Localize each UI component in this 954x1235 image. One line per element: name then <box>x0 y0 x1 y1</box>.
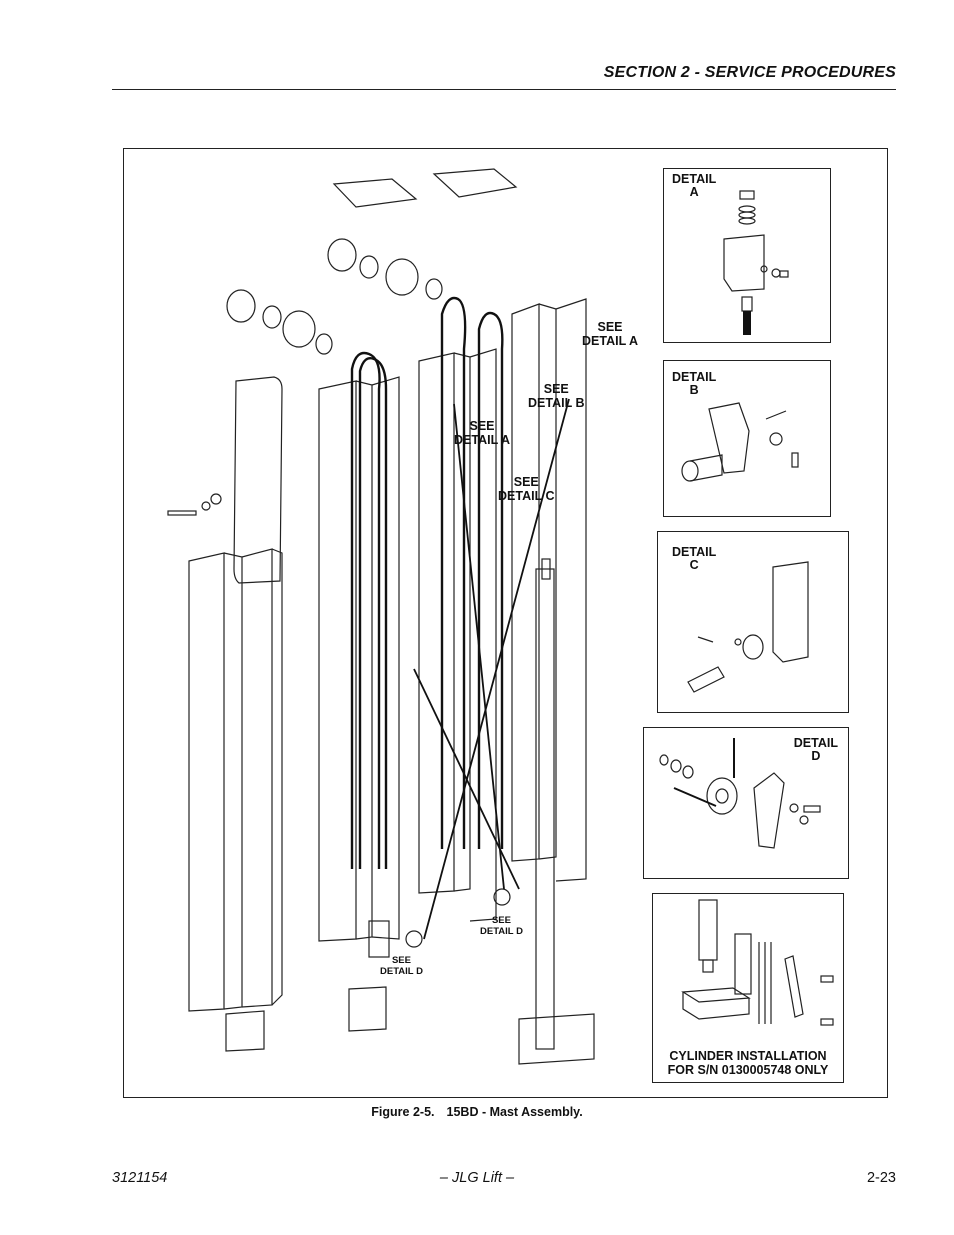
sheave-lower-2 <box>282 310 316 348</box>
detail-b-box: DETAIL B <box>663 360 831 517</box>
carriage-plate <box>233 376 283 584</box>
cable-diagonal-1 <box>423 398 570 940</box>
callout-see-detail-d-left: SEE DETAIL D <box>380 955 423 977</box>
lift-cylinder <box>535 568 555 1050</box>
cylinder-installation-box: CYLINDER INSTALLATION FOR S/N 0130005748… <box>652 893 844 1083</box>
detail-d-title: DETAIL D <box>793 736 838 763</box>
chain-left <box>350 351 381 869</box>
figure-frame: SEE DETAIL A SEE DETAIL B SEE DETAIL A S… <box>123 148 888 1098</box>
footer-page-number: 2-23 <box>866 1170 896 1186</box>
detail-d-box: DETAIL D <box>643 727 849 879</box>
bottom-bracket-mid <box>348 986 387 1032</box>
figure-caption-number: Figure 2-5. <box>371 1105 435 1119</box>
detail-b-drawing <box>681 402 799 482</box>
detail-c-box: DETAIL C <box>657 531 849 713</box>
inner-mast <box>418 352 455 894</box>
figure-caption-title: 15BD - Mast Assembly. <box>446 1105 583 1119</box>
chain-right <box>440 296 467 849</box>
footer-brand: – JLG Lift – <box>439 1170 515 1186</box>
detail-d-drawing <box>659 738 821 849</box>
sheave-upper-1 <box>327 238 357 272</box>
detail-c-title: DETAIL C <box>672 545 717 572</box>
intermediate-mast <box>318 380 357 942</box>
detail-a-box: DETAIL A <box>663 168 831 343</box>
cable-diagonal-2 <box>413 668 520 890</box>
footer-doc-number: 3121154 <box>112 1170 168 1186</box>
callout-see-detail-c: SEE DETAIL C <box>498 475 555 503</box>
detail-b-title: DETAIL B <box>672 370 717 397</box>
top-plate-left <box>332 178 418 208</box>
figure-caption: Figure 2-5. 15BD - Mast Assembly. <box>0 1105 954 1119</box>
base-bracket <box>518 1013 595 1065</box>
header-rule <box>112 89 896 90</box>
page-header-title: SECTION 2 - SERVICE PROCEDURES <box>603 64 896 81</box>
bottom-bracket-left <box>225 1010 265 1052</box>
top-plate-right <box>432 168 518 198</box>
callout-see-detail-a-top: SEE DETAIL A <box>582 320 639 348</box>
callout-see-detail-a-mid: SEE DETAIL A <box>454 419 511 447</box>
sheave-upper-2 <box>385 258 419 296</box>
callout-see-detail-b: SEE DETAIL B <box>528 382 585 410</box>
mast-assembly-drawing <box>167 168 595 1065</box>
detail-a-drawing <box>723 190 789 335</box>
outer-mast-left <box>188 552 225 1012</box>
cylinder-installation-drawing <box>681 899 834 1026</box>
detail-c-drawing <box>687 561 809 693</box>
callout-see-detail-d-right: SEE DETAIL D <box>480 915 523 937</box>
detail-a-title: DETAIL A <box>672 172 717 199</box>
sheave-lower-1 <box>226 289 256 323</box>
cylinder-installation-label: CYLINDER INSTALLATION FOR S/N 0130005748… <box>667 1049 829 1077</box>
